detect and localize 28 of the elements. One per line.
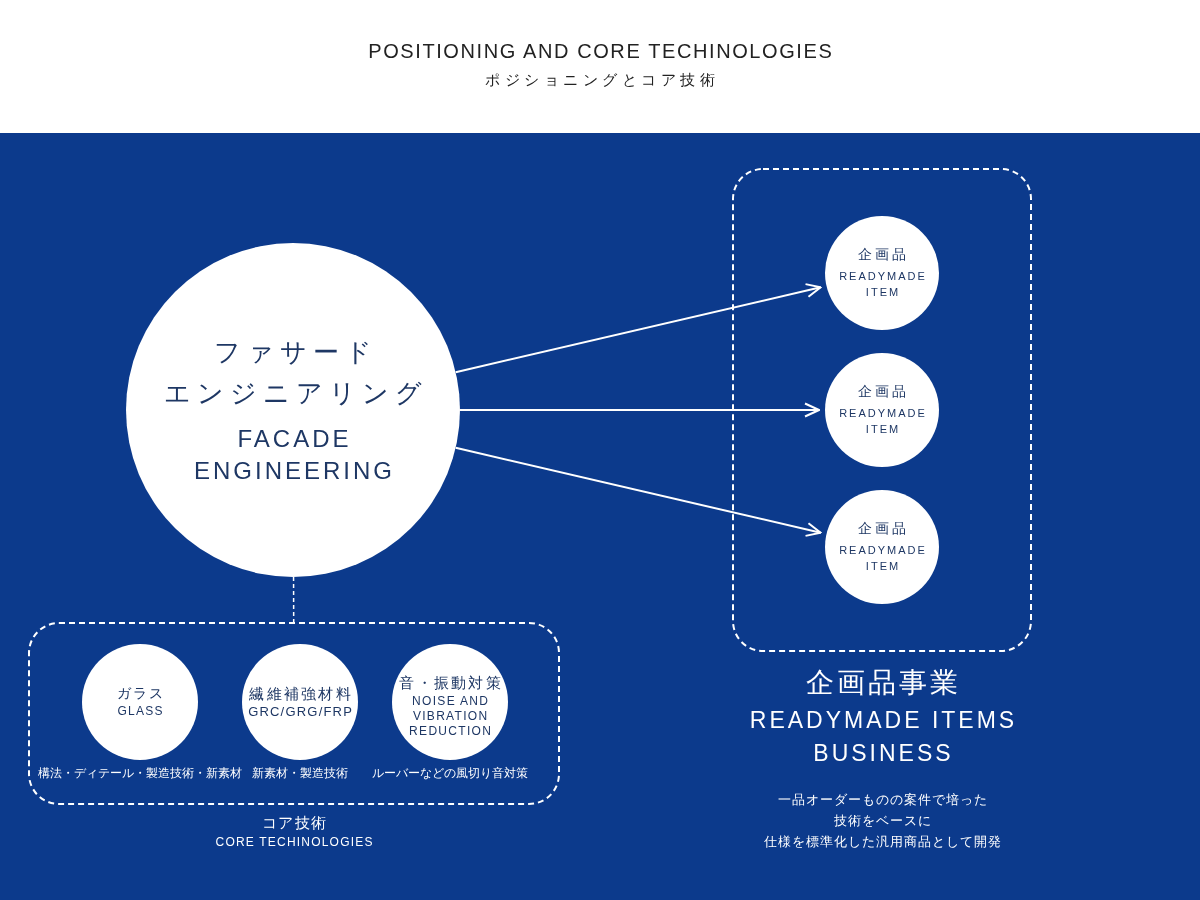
group-heading: コア技術 (260, 813, 328, 833)
circle-title: 音・振動対策 (398, 673, 504, 694)
circle-subtitle: NOISE AND VIBRATION REDUCTION (408, 693, 494, 739)
circle-title: ファサードエンジニアリング (163, 336, 428, 410)
circle-subtitle: FACADE ENGINEERING (193, 423, 395, 487)
circle-title: 企画品 (857, 519, 909, 539)
diagram-title: POSITIONING AND CORE TECHINOLOGIES (367, 39, 834, 64)
caption-text: 構法・ディテール・製造技術・新素材 (38, 766, 242, 782)
arrow (459, 402, 820, 418)
circle-title: 企画品 (857, 382, 909, 402)
diagram-subtitle: ポジショニングとコア技術 (484, 70, 720, 90)
arrow (454, 283, 822, 374)
caption-text: ルーバーなどの風切り音対策 (372, 766, 528, 782)
circle-subtitle: GRC/GRG/FRP (247, 704, 354, 721)
circle-title: 企画品 (857, 245, 909, 265)
circle-title: ガラス (116, 684, 165, 704)
group-heading: 企画品事業 (805, 666, 961, 700)
group-subheading: READYMADE ITEMS BUSINESS (748, 705, 1019, 768)
circle-subtitle: READYMADE ITEM (838, 542, 927, 575)
caption-text: 新素材・製造技術 (252, 766, 348, 782)
circle-title: 繊維補強材料 (248, 684, 354, 705)
circle-subtitle: GLASS (116, 704, 164, 720)
circle-subtitle: READYMADE ITEM (838, 405, 927, 438)
circle-subtitle: READYMADE ITEM (838, 268, 927, 301)
arrow (454, 446, 822, 537)
dashed-connector (292, 576, 295, 623)
group-subheading: CORE TECHINOLOGIES (214, 834, 374, 851)
description-text: 一品オーダーものの案件で培った技術をベースに仕様を標準化した汎用商品として開発 (762, 791, 1002, 851)
